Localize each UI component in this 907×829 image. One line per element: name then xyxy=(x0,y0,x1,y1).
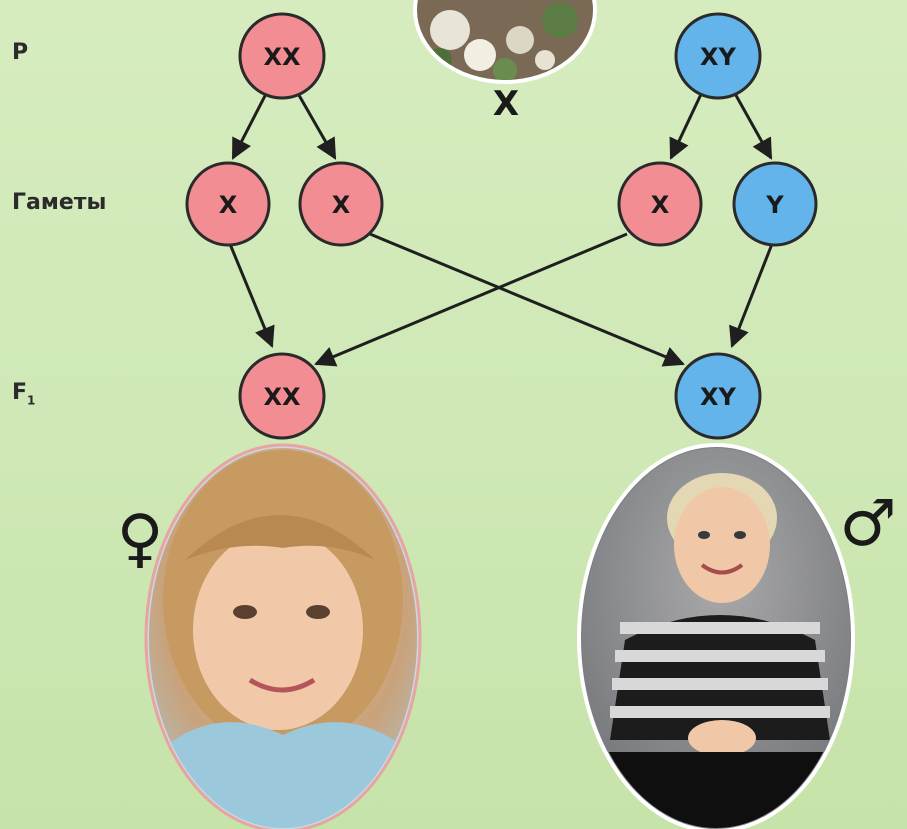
offspring-son-node: XY xyxy=(674,352,762,440)
male-symbol-icon: ♂ xyxy=(839,487,896,561)
offspring-son-label: XY xyxy=(700,383,737,411)
gamete-father-1-label: X xyxy=(651,191,670,219)
gamete-father-2-node: Y xyxy=(732,161,818,247)
parent-mother-label: XX xyxy=(263,43,301,71)
row-label-offspring: F1 xyxy=(12,380,35,407)
arrow-father-gamete-2 xyxy=(731,89,773,160)
gamete-father-2-label: Y xyxy=(765,191,784,219)
gamete-mother-2-node: X xyxy=(298,161,384,247)
arrow-mother-gamete-2 xyxy=(294,89,337,160)
cross-symbol: X xyxy=(493,84,519,124)
arrow-gamete-to-son-2 xyxy=(729,243,774,348)
arrow-gamete-to-son-1 xyxy=(369,232,685,367)
gamete-mother-2-label: X xyxy=(332,191,351,219)
parent-father-node: XY xyxy=(674,12,762,100)
offspring-daughter-label: XX xyxy=(263,383,301,411)
row-label-gametes: Гаметы xyxy=(12,190,107,215)
row-label-parents: P xyxy=(12,40,29,65)
offspring-daughter-node: XX xyxy=(238,352,326,440)
gamete-father-1-node: X xyxy=(617,161,703,247)
son-photo xyxy=(577,443,855,829)
gamete-mother-1-node: X xyxy=(185,161,271,247)
top-photo xyxy=(413,0,597,84)
row-label-offspring-main: F xyxy=(12,380,28,405)
arrow-mother-gamete-1 xyxy=(231,89,270,160)
female-symbol-icon: ♀ xyxy=(117,502,164,576)
arrow-gamete-to-daughter-1 xyxy=(228,243,275,348)
arrow-father-gamete-1 xyxy=(669,89,705,160)
arrow-gamete-to-daughter-2 xyxy=(314,232,628,367)
parent-father-label: XY xyxy=(700,43,737,71)
daughter-photo xyxy=(144,443,422,829)
gamete-mother-1-label: X xyxy=(219,191,238,219)
row-label-offspring-sub: 1 xyxy=(27,393,36,408)
arrows xyxy=(228,89,774,367)
parent-mother-node: XX xyxy=(238,12,326,100)
